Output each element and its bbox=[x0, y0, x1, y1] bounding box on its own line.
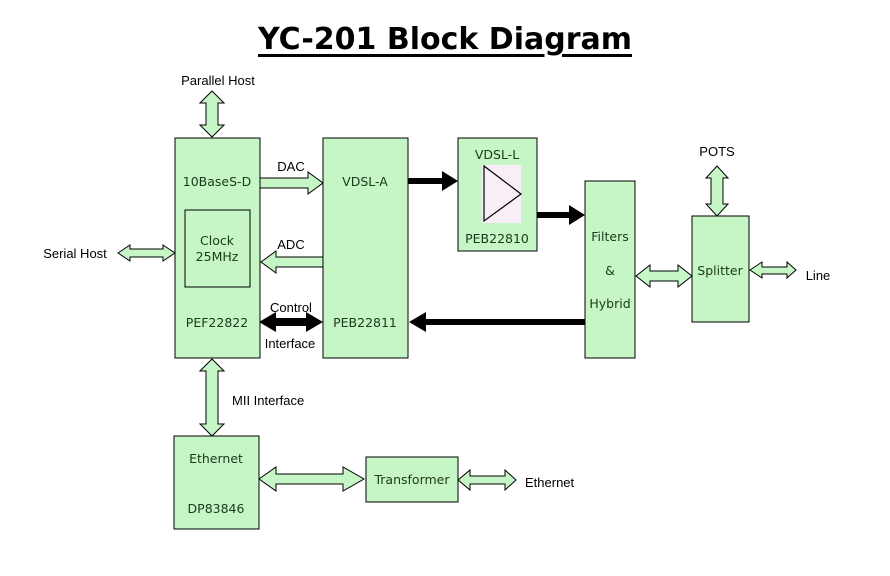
ethernet-out-arrow bbox=[457, 468, 517, 492]
parallel-host-arrow bbox=[198, 90, 226, 138]
splitter-block bbox=[691, 215, 750, 323]
filters-label-line1: Filters bbox=[591, 229, 628, 244]
vdsl-l-top-label: VDSL-L bbox=[475, 147, 519, 162]
ethernet-transformer-arrow bbox=[258, 466, 366, 492]
serial-host-arrow bbox=[117, 244, 176, 262]
clock-label-line1: Clock bbox=[200, 233, 235, 248]
vdsl-l-bottom-label: PEB22810 bbox=[465, 231, 529, 246]
diagram-title: YC-201 Block Diagram bbox=[257, 22, 633, 57]
clock-block bbox=[184, 209, 251, 288]
splitter-label: Splitter bbox=[697, 263, 743, 278]
parallel-host-label: Parallel Host bbox=[181, 73, 255, 88]
filters-hybrid-block bbox=[584, 180, 636, 359]
ethernet-phy-top-label: Ethernet bbox=[189, 451, 243, 466]
filters-to-vdsl-a-arrow bbox=[409, 312, 585, 332]
vdsl-a-block bbox=[322, 137, 409, 359]
ethernet-phy-block bbox=[173, 435, 260, 530]
filters-label-line2: & bbox=[605, 263, 615, 278]
interface-label: Interface bbox=[265, 336, 316, 351]
pef-bottom-label: PEF22822 bbox=[186, 315, 248, 330]
vdsl-l-to-filters-arrow bbox=[537, 205, 585, 225]
amplifier-icon bbox=[483, 164, 523, 223]
control-label: Control bbox=[270, 300, 312, 315]
vdsl-a-bottom-label: PEB22811 bbox=[333, 315, 397, 330]
pots-label: POTS bbox=[699, 144, 735, 159]
dac-label: DAC bbox=[277, 159, 304, 174]
adc-label: ADC bbox=[277, 237, 304, 252]
mii-interface-arrow bbox=[198, 358, 226, 437]
vdsl-a-to-vdsl-l-arrow bbox=[408, 171, 458, 191]
adc-arrow bbox=[260, 250, 324, 274]
filters-label-line3: Hybrid bbox=[589, 296, 630, 311]
mii-interface-label: MII Interface bbox=[232, 393, 304, 408]
line-arrow bbox=[749, 260, 797, 280]
vdsl-a-top-label: VDSL-A bbox=[342, 174, 388, 189]
amplifier-background bbox=[482, 165, 521, 223]
pots-arrow bbox=[704, 165, 730, 217]
ethernet-out-label: Ethernet bbox=[525, 475, 575, 490]
transformer-label: Transformer bbox=[373, 472, 450, 487]
serial-host-label: Serial Host bbox=[43, 246, 107, 261]
filters-splitter-arrow bbox=[635, 263, 693, 289]
transformer-block bbox=[365, 456, 459, 503]
control-interface-arrow bbox=[259, 312, 323, 332]
line-label: Line bbox=[806, 268, 831, 283]
clock-label-line2: 25MHz bbox=[196, 249, 239, 264]
dac-arrow bbox=[259, 171, 324, 195]
ethernet-phy-bottom-label: DP83846 bbox=[188, 501, 245, 516]
pef-top-label: 10BaseS-D bbox=[183, 174, 251, 189]
